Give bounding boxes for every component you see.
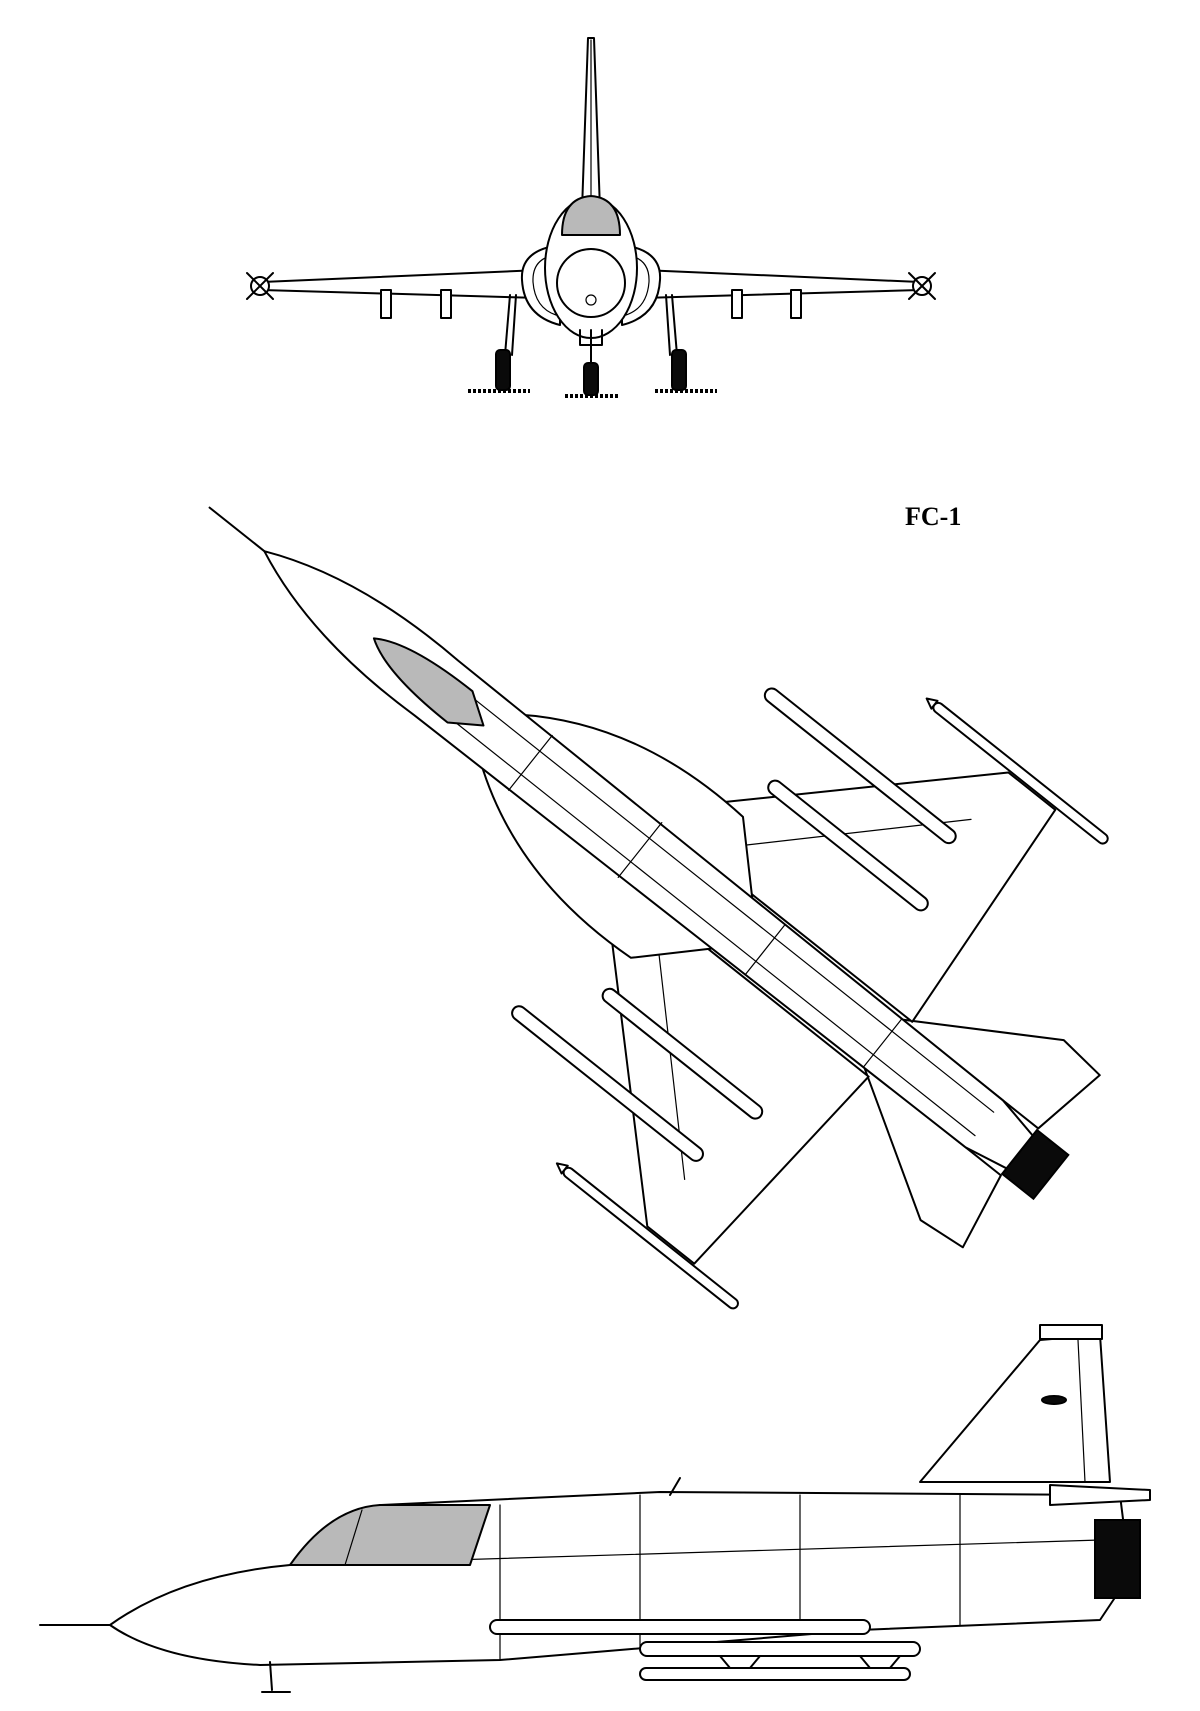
side-view-canopy <box>289 1504 491 1566</box>
plan-view-wingtip-missiles <box>555 697 1109 1310</box>
plan-view-pitot-probe <box>208 506 266 553</box>
plan-view-underwing-stores <box>511 687 957 1162</box>
side-view-underbody-stores <box>489 1619 921 1681</box>
plan-view-canopy <box>372 637 485 727</box>
side-view-exhaust-nozzle <box>1094 1519 1141 1599</box>
front-view <box>246 37 936 398</box>
aircraft-designation-label: FC-1 <box>905 502 962 531</box>
side-view-fuselage <box>109 1491 1131 1666</box>
side-view-nose-gear <box>261 1661 291 1693</box>
front-view-right-wingtip-missile <box>908 272 936 300</box>
front-view-right-wing <box>641 269 921 299</box>
plan-view-exhaust-nozzle <box>1000 1128 1070 1201</box>
plan-view <box>208 506 1109 1310</box>
front-view-ground-line <box>468 389 717 398</box>
front-view-radome <box>556 248 626 318</box>
front-view-canopy <box>561 195 621 236</box>
front-view-left-wing <box>261 269 541 299</box>
side-view <box>39 1324 1151 1693</box>
front-view-left-wingtip-missile <box>246 272 274 300</box>
front-view-underwing-pylons <box>380 289 802 319</box>
